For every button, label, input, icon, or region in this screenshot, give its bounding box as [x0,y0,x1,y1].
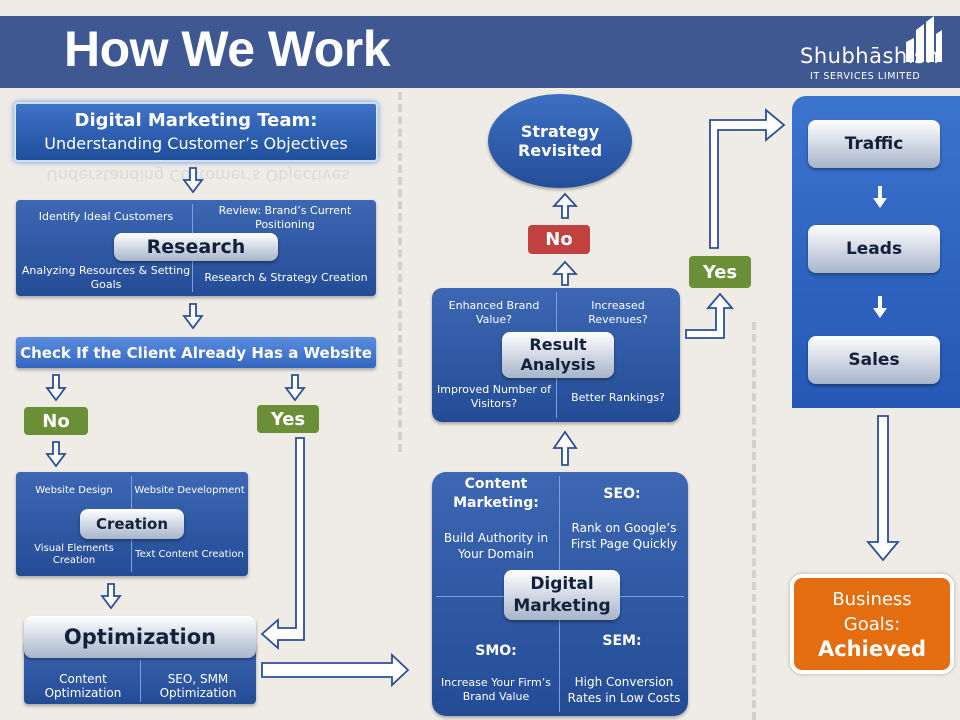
dm-q2-text: Rank on Google’s First Page Quickly [570,521,678,551]
result-cell-2: Increased Revenues? [588,299,648,326]
header-bar [0,16,960,88]
creation-cell-1: Website Design [35,485,113,496]
strategy-revisited-ellipse: Strategy Revisited [488,94,632,188]
check-website-box: Check If the Client Already Has a Websit… [16,337,376,368]
arrow-down-icon [100,583,122,610]
logo-subtitle: IT SERVICES LIMITED [810,71,921,82]
result-cell-4: Better Rankings? [571,391,665,404]
funnel-arrow-down-icon [873,186,887,208]
optimization-cell-2: SEO, SMM Optimization [159,672,237,700]
dm-q1-heading: Content Marketing: [453,476,539,511]
funnel-leads: Leads [808,225,940,273]
arrow-elbow-icon [260,437,305,650]
arrow-down-icon [182,303,204,330]
arrow-down-icon [45,441,67,468]
arrow-elbow-icon [685,292,734,339]
arrow-up-icon [551,192,579,219]
research-cell-2: Review: Brand’s Current Positioning [218,204,352,231]
optimization-divider-v [140,660,141,702]
creation-cell-2: Website Development [134,485,245,496]
result-cell-1: Enhanced Brand Value? [448,299,540,326]
goal-line-2: Goals: [843,613,901,635]
research-cell-3: Analyzing Resources & Setting Goals [21,264,191,291]
logo-name: Shubhāshish [800,44,940,68]
funnel-sales: Sales [808,336,940,384]
dm-q3-text: Increase Your Firm’s Brand Value [441,676,551,703]
yes-badge-right: Yes [689,256,751,288]
funnel-traffic: Traffic [808,120,940,168]
research-label: Research [114,233,278,261]
arrow-down-icon [284,374,306,402]
dm-q2-heading: SEO: [603,486,641,502]
no-badge-right: No [528,225,590,254]
dm-q3-heading: SMO: [475,643,517,659]
divider-right [752,322,756,720]
result-analysis-label: Result Analysis [502,332,614,378]
creation-label: Creation [80,509,184,539]
result-cell-3: Improved Number of Visitors? [437,383,551,410]
arrow-down-icon [866,415,900,562]
research-cell-4: Research & Strategy Creation [204,271,368,284]
arrow-down-icon [45,374,67,402]
arrow-down-icon [182,167,204,194]
arrow-elbow-icon [709,108,786,249]
dm-q1-text: Build Authority in Your Domain [443,531,549,561]
arrow-right-icon [261,652,410,688]
optimization-cell-1: Content Optimization [44,672,122,700]
dm-q4-text: High Conversion Rates in Low Costs [567,675,681,705]
creation-cell-3: Visual Elements Creation [34,543,114,566]
funnel-arrow-down-icon [873,296,887,318]
dm-q4-heading: SEM: [602,633,642,649]
team-title: Digital Marketing Team: [74,110,318,131]
team-subtitle: Understanding Customer’s Objectives [44,134,348,153]
page-title: How We Work [64,21,391,77]
building-logo-icon [906,16,942,62]
divider-left [398,92,402,452]
research-cell-1: Identify Ideal Customers [38,210,174,223]
team-objectives-box: Digital Marketing Team: Understanding Cu… [14,102,378,162]
no-badge-left: No [24,407,88,435]
creation-cell-4: Text Content Creation [135,549,244,560]
yes-badge-left: Yes [257,405,319,433]
digital-marketing-label: Digital Marketing [504,570,620,620]
goal-line-1: Business [832,588,912,610]
arrow-up-icon [552,430,578,466]
goal-line-3: Achieved [817,636,927,661]
optimization-label: Optimization [24,616,256,658]
business-goals-box: Business Goals: Achieved [790,574,954,674]
arrow-up-icon [551,260,579,286]
